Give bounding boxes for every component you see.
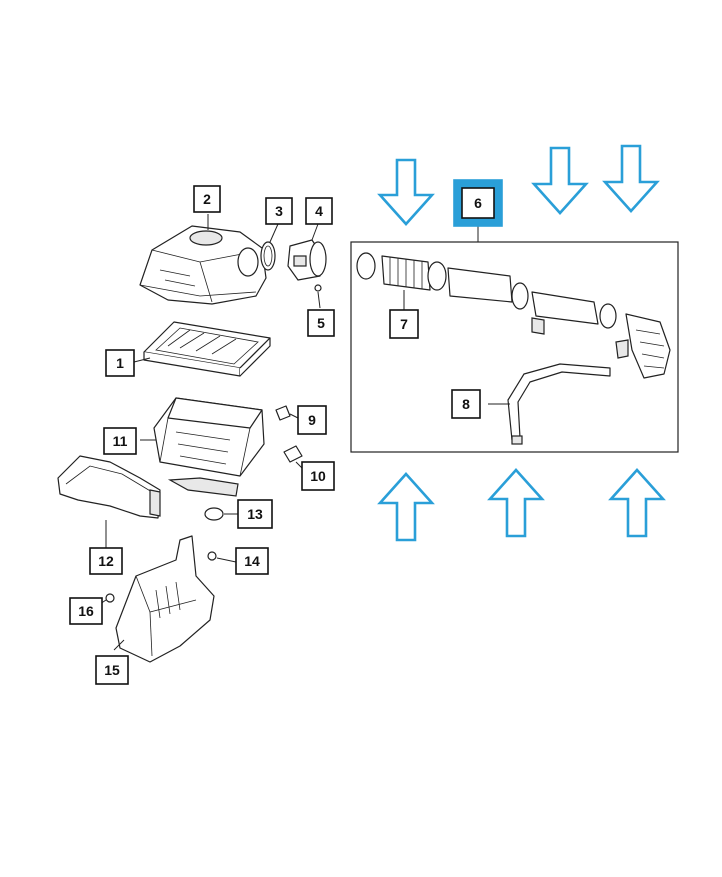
- arrow-down-3: [602, 144, 660, 213]
- svg-text:1: 1: [116, 355, 124, 371]
- label-part-15[interactable]: 15: [95, 655, 129, 685]
- svg-text:9: 9: [308, 412, 316, 428]
- svg-text:12: 12: [98, 553, 114, 569]
- svg-text:4: 4: [315, 203, 323, 219]
- label-part-13[interactable]: 13: [237, 499, 273, 529]
- o-ring: [260, 223, 279, 271]
- svg-text:14: 14: [244, 553, 260, 569]
- svg-text:15: 15: [104, 662, 120, 678]
- inlet-duct: [57, 455, 161, 548]
- air-cleaner-cover: [139, 214, 267, 305]
- bolt-small: [99, 593, 115, 605]
- label-part-4[interactable]: 4: [305, 197, 333, 225]
- svg-text:3: 3: [275, 203, 283, 219]
- label-part-3[interactable]: 3: [265, 197, 293, 225]
- vent-hose: [488, 363, 611, 445]
- label-part-9[interactable]: 9: [297, 405, 327, 435]
- label-part-2[interactable]: 2: [193, 185, 221, 213]
- label-part-5[interactable]: 5: [307, 309, 335, 337]
- svg-text:13: 13: [247, 506, 263, 522]
- air-filter: [133, 321, 271, 377]
- bolt: [207, 551, 237, 563]
- svg-text:8: 8: [462, 396, 470, 412]
- label-part-12[interactable]: 12: [89, 547, 123, 575]
- screw: [314, 284, 322, 309]
- svg-text:5: 5: [317, 315, 325, 331]
- svg-text:7: 7: [400, 316, 408, 332]
- hose-coupler: [356, 252, 447, 310]
- grommet: [283, 445, 305, 471]
- air-intake-tube: [447, 267, 671, 379]
- label-part-7[interactable]: 7: [389, 309, 419, 339]
- label-part-1[interactable]: 1: [105, 349, 135, 377]
- svg-text:10: 10: [310, 468, 326, 484]
- arrow-up-2: [487, 468, 545, 538]
- svg-text:11: 11: [113, 433, 128, 449]
- label-part-8[interactable]: 8: [451, 389, 481, 419]
- mass-airflow-sensor: [287, 223, 327, 281]
- arrow-down-2: [531, 146, 589, 215]
- arrow-up-3: [608, 468, 666, 538]
- isolator: [204, 507, 238, 521]
- label-part-11[interactable]: 11: [103, 427, 137, 455]
- label-part-10[interactable]: 10: [301, 461, 335, 491]
- arrow-up-1: [377, 472, 435, 542]
- svg-text:6: 6: [474, 195, 482, 211]
- svg-text:16: 16: [78, 603, 94, 619]
- assembly-outline: [350, 241, 679, 453]
- clip: [275, 405, 299, 421]
- mounting-bracket: [113, 535, 215, 663]
- air-cleaner-housing: [140, 397, 265, 497]
- label-part-14[interactable]: 14: [235, 547, 269, 575]
- label-part-16[interactable]: 16: [69, 597, 103, 625]
- label-part-6[interactable]: 6: [453, 179, 503, 227]
- arrow-down-1: [377, 158, 435, 226]
- svg-text:2: 2: [203, 191, 211, 207]
